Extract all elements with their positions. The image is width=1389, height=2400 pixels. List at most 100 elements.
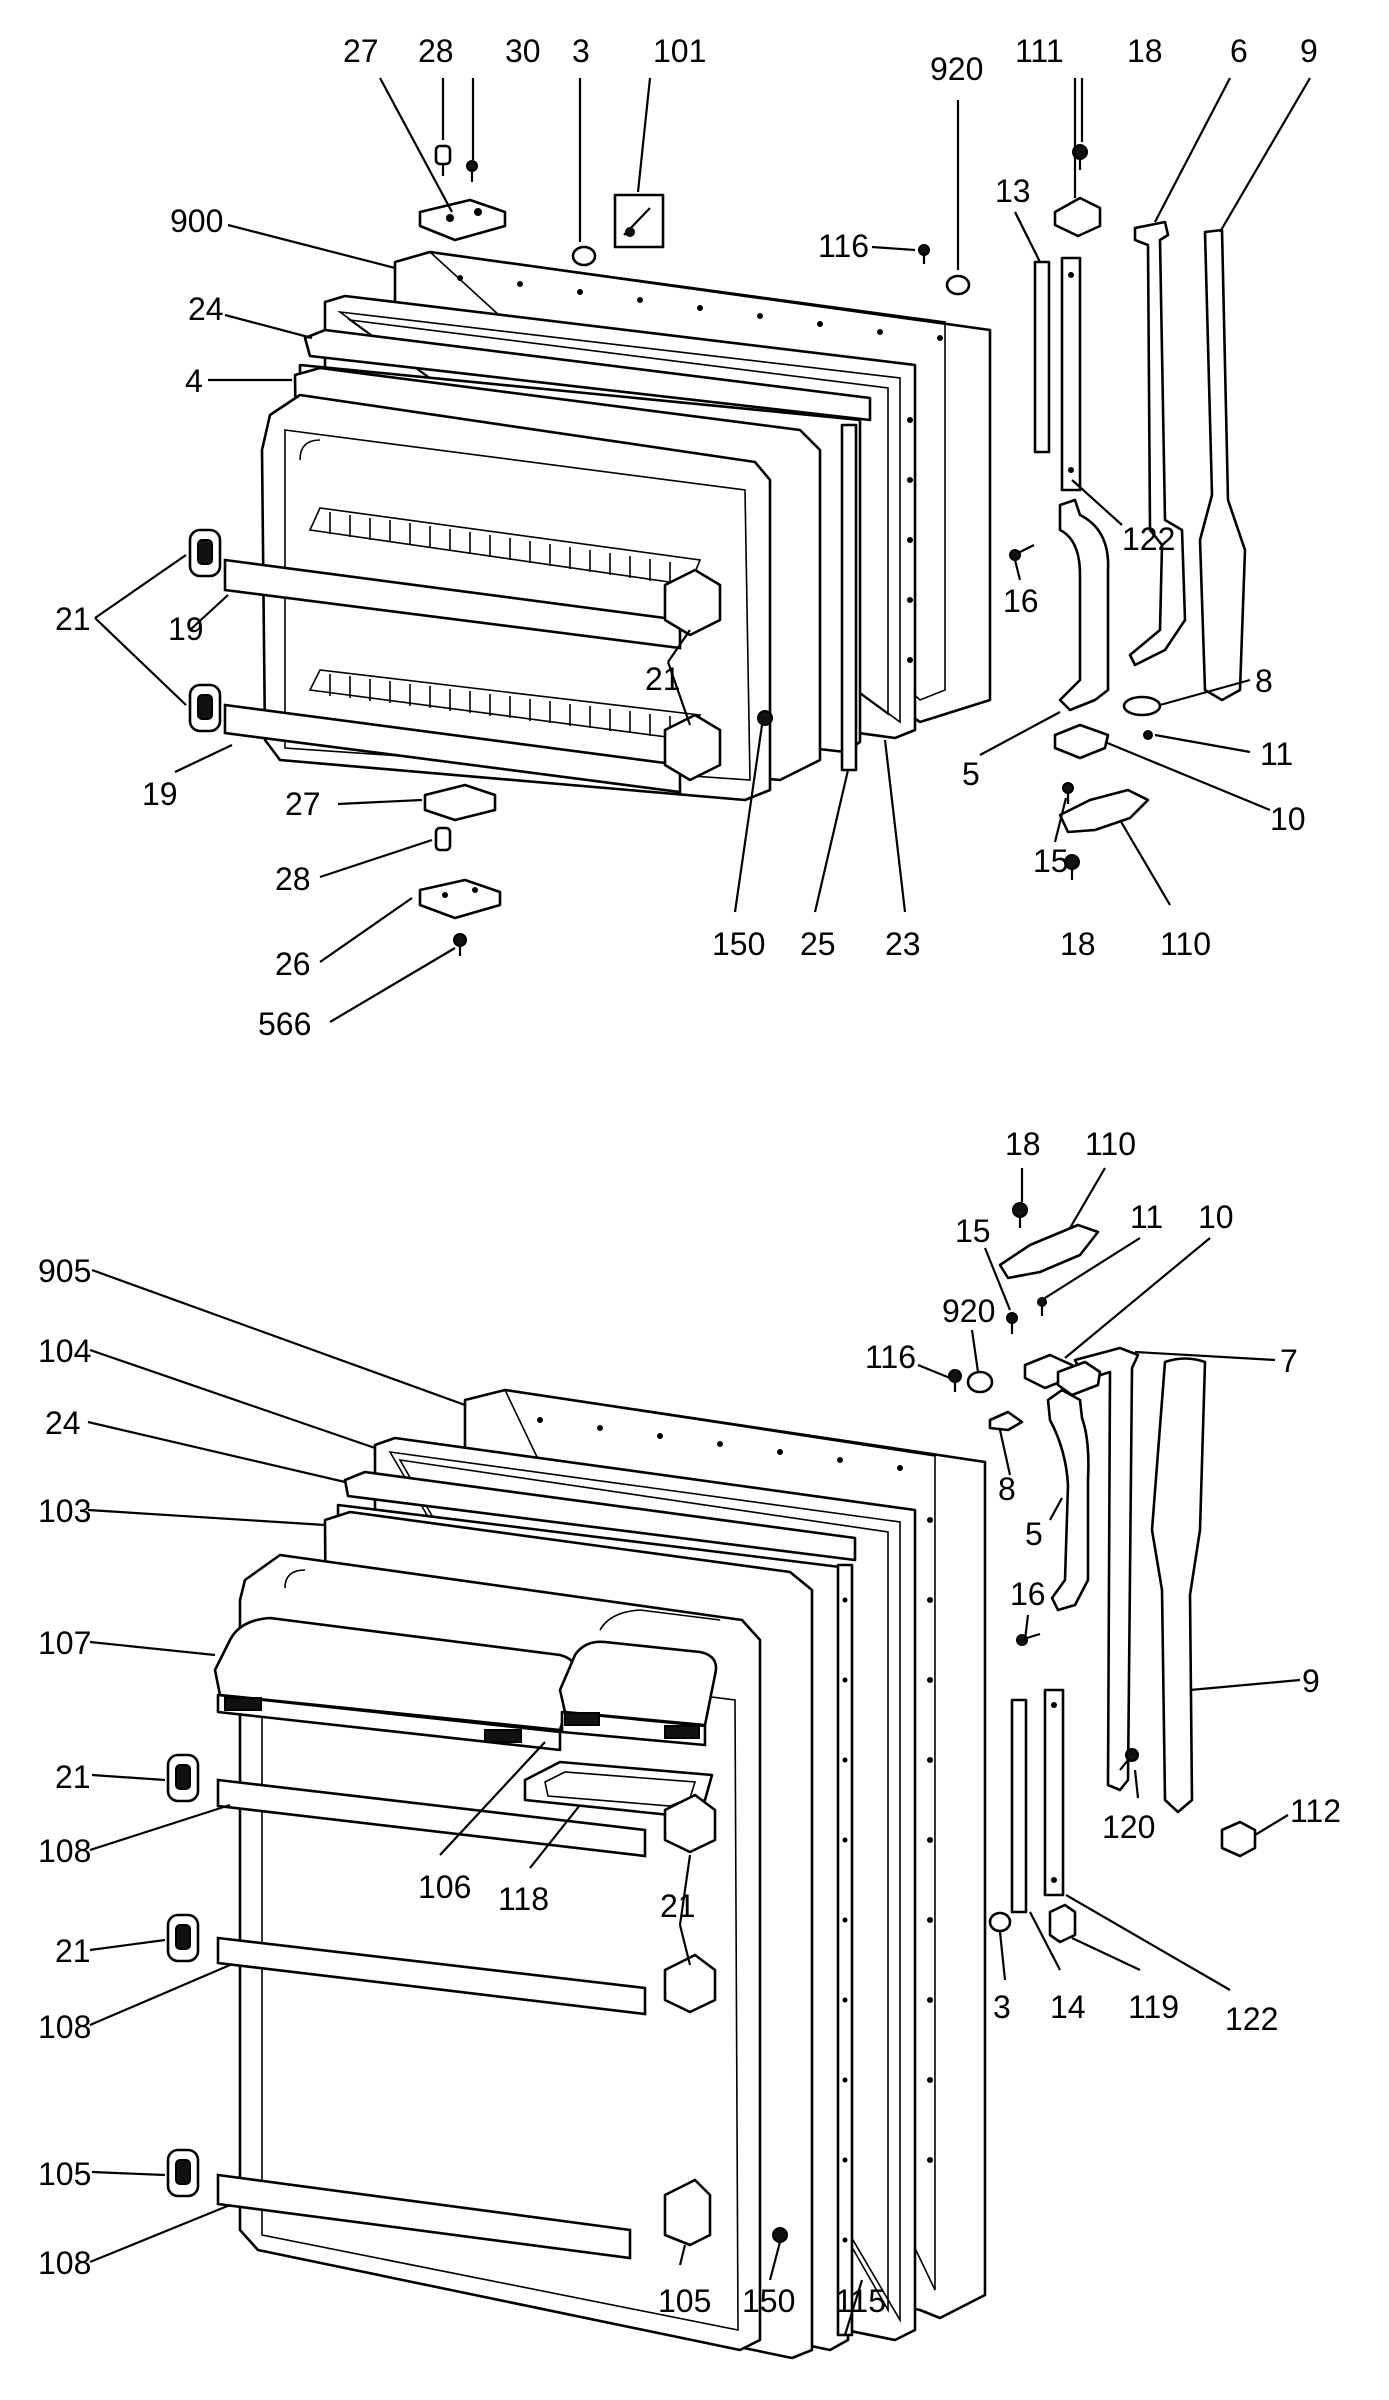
callout-107: 107 xyxy=(38,1625,91,1661)
callout-21-fresh-upper: 21 xyxy=(55,1759,91,1795)
callout-18-lower: 18 xyxy=(1060,926,1096,962)
callout-16-fresh: 16 xyxy=(1010,1576,1046,1612)
hinge-bracket-5-fresh xyxy=(1046,1388,1090,1612)
bracket-10-top xyxy=(1053,723,1110,760)
callout-4: 4 xyxy=(185,363,203,399)
callout-900: 900 xyxy=(170,203,223,239)
callout-119: 119 xyxy=(1128,1989,1179,2025)
egg-tray-118 xyxy=(523,1760,714,1817)
callout-101: 101 xyxy=(653,33,706,69)
door-shelf-108-bottom xyxy=(216,2173,712,2260)
cam-8-fresh xyxy=(988,1410,1024,1432)
plug-920-top xyxy=(945,274,971,296)
callout-103: 103 xyxy=(38,1493,91,1529)
callout-3-fresh: 3 xyxy=(993,1989,1011,2025)
callout-150: 150 xyxy=(712,926,765,962)
callout-7: 7 xyxy=(1280,1343,1298,1379)
handle-trim-9-fresh xyxy=(1150,1357,1207,1814)
hinge-strip-13 xyxy=(1033,260,1051,454)
door-shelf-108-middle xyxy=(216,1936,717,2016)
fresh-food-part-labels: 18 110 15 11 10 920 116 7 905 104 24 8 1… xyxy=(38,1126,1341,2319)
callout-112: 112 xyxy=(1290,1793,1341,1829)
callout-118: 118 xyxy=(498,1881,549,1917)
door-shelf-19-lower xyxy=(223,669,722,794)
callout-15: 15 xyxy=(1033,843,1069,879)
callout-566: 566 xyxy=(258,1006,311,1042)
callout-14: 14 xyxy=(1050,1989,1086,2025)
screw-116-fresh xyxy=(948,1369,962,1392)
clip-112 xyxy=(1220,1820,1257,1858)
freezer-part-labels: 27 28 30 3 101 920 111 18 6 9 900 116 13… xyxy=(55,33,1318,1042)
callout-27: 27 xyxy=(343,33,379,69)
callout-16: 16 xyxy=(1003,583,1039,619)
shelf-end-cap-105 xyxy=(166,2148,200,2198)
callout-3: 3 xyxy=(572,33,590,69)
callout-105-cap: 105 xyxy=(38,2156,91,2192)
screw-18-fresh xyxy=(1012,1202,1028,1228)
dairy-bin-107 xyxy=(213,1616,578,1752)
freezer-door-assembly xyxy=(188,144,1247,956)
callout-18-fresh: 18 xyxy=(1005,1126,1041,1162)
screw-15-top xyxy=(1062,782,1074,804)
fresh-food-door-assembly xyxy=(166,1202,1257,2360)
screw-566 xyxy=(453,933,467,956)
callout-110: 110 xyxy=(1160,926,1211,962)
callout-108-middle: 108 xyxy=(38,2009,91,2045)
hinge-cam-27-lower xyxy=(423,783,497,822)
callout-13: 13 xyxy=(995,173,1031,209)
callout-108-bottom: 108 xyxy=(38,2245,91,2281)
door-handle-6 xyxy=(1128,220,1187,667)
callout-11-fresh: 11 xyxy=(1130,1199,1163,1235)
screw-15-fresh xyxy=(1006,1312,1018,1334)
callout-106: 106 xyxy=(418,1869,471,1905)
gasket-strip-115 xyxy=(836,1563,854,2337)
callout-150-fresh: 150 xyxy=(742,2283,795,2319)
callout-110-fresh: 110 xyxy=(1085,1126,1136,1162)
freezer-leader-lines xyxy=(94,77,1311,1023)
hinge-strip-14 xyxy=(1010,1698,1028,1914)
callout-21-right: 21 xyxy=(645,661,681,697)
callout-28-lower: 28 xyxy=(275,861,311,897)
handle-trim-9 xyxy=(1198,228,1247,702)
screw-16-fresh xyxy=(1016,1632,1041,1646)
callout-9-fresh: 9 xyxy=(1302,1663,1320,1699)
plug-button-3-fresh xyxy=(988,1911,1012,1933)
callout-116: 116 xyxy=(818,228,869,264)
hinge-bracket-5-top xyxy=(1058,498,1110,712)
callout-28: 28 xyxy=(418,33,454,69)
callout-10-fresh: 10 xyxy=(1198,1199,1234,1235)
callout-8: 8 xyxy=(1255,663,1273,699)
shelf-end-cap-21-fresh-upper xyxy=(166,1753,200,1803)
callout-19-lower: 19 xyxy=(142,776,178,812)
reinforcement-strip-122-top xyxy=(1060,256,1082,492)
screw-28-lower xyxy=(434,826,452,852)
callout-122-fresh: 122 xyxy=(1225,2001,1278,2037)
cam-8-top xyxy=(1122,695,1162,717)
callout-30: 30 xyxy=(505,33,541,69)
door-shelf-108-top xyxy=(216,1778,717,1858)
callout-115: 115 xyxy=(835,2283,886,2319)
callout-24-fresh: 24 xyxy=(45,1405,81,1441)
callout-5-fresh: 5 xyxy=(1025,1516,1043,1552)
hinge-plate-26 xyxy=(418,878,502,920)
hinge-cover-110-top xyxy=(1058,788,1150,834)
bracket-119 xyxy=(1048,1903,1077,1944)
callout-9: 9 xyxy=(1300,33,1318,69)
callout-5: 5 xyxy=(962,756,980,792)
door-stop-150-lower xyxy=(772,2227,788,2243)
door-stop-150 xyxy=(757,710,773,726)
hinge-cam-27-top xyxy=(418,198,507,242)
callout-10: 10 xyxy=(1270,801,1306,837)
callout-11: 11 xyxy=(1260,736,1293,772)
callout-920-fresh: 920 xyxy=(942,1293,995,1329)
door-shelf-19-upper xyxy=(223,507,722,650)
bin-106 xyxy=(558,1640,718,1747)
plug-button-3 xyxy=(571,245,597,267)
callout-21: 21 xyxy=(55,601,91,637)
reinforcement-strip-122-fresh xyxy=(1043,1688,1065,1897)
callout-108-top: 108 xyxy=(38,1833,91,1869)
callout-120: 120 xyxy=(1102,1809,1155,1845)
callout-116-fresh: 116 xyxy=(865,1339,916,1375)
callout-104: 104 xyxy=(38,1333,91,1369)
